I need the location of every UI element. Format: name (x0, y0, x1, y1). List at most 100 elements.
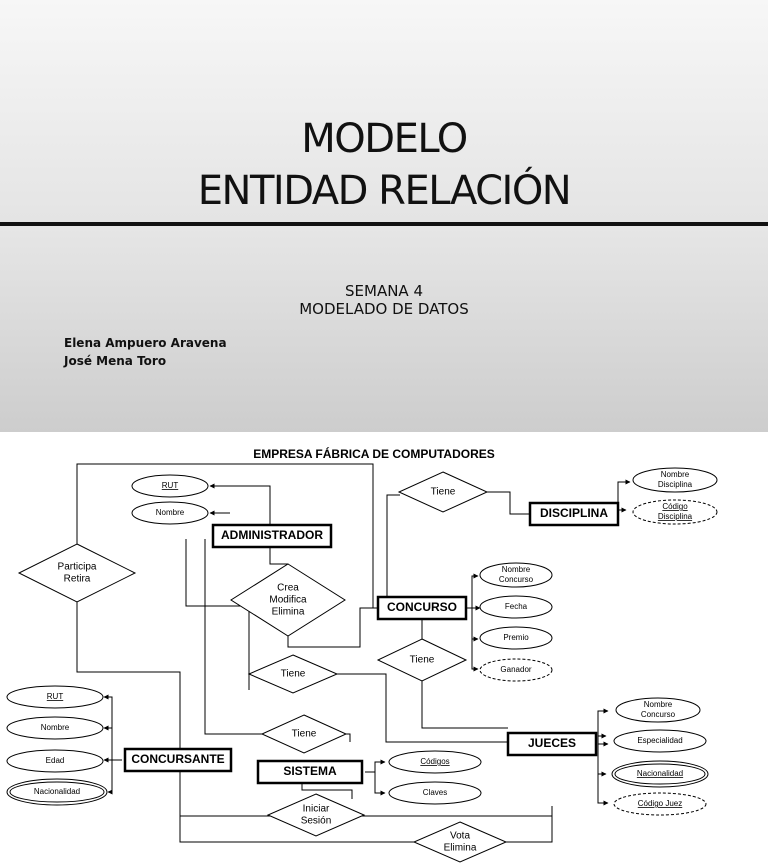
attribute-admin_nombre-text: Nombre (156, 508, 185, 517)
attribute-ellipse (131, 474, 209, 498)
attribute-disc_nombre-text: Disciplina (658, 480, 693, 489)
connector (287, 607, 378, 648)
connector (506, 816, 553, 843)
attribute-ellipse (632, 467, 718, 493)
attribute-ellipse (615, 697, 701, 723)
connector (386, 494, 400, 608)
connector (597, 708, 609, 744)
entity-jueces-text: JUECES (528, 736, 576, 750)
entity-disciplina: DISCIPLINA (528, 501, 620, 527)
connector (209, 483, 271, 536)
attribute-ellipse (6, 749, 104, 773)
connector (471, 608, 479, 672)
diagram-shapes: ADMINISTRADOR CONCURSO DISCIPLINA CONCURSAN… (6, 467, 718, 863)
relationship-tiene_concurso_jueces-text: Tiene (410, 655, 435, 666)
entity-box (528, 501, 620, 527)
attribute-inner-ellipse (614, 763, 706, 785)
attribute-conc_ganador-text: Ganador (500, 665, 531, 674)
entity-concurso: CONCURSO (376, 595, 468, 621)
connector (76, 463, 374, 608)
entity-box (506, 731, 598, 757)
relationship-tiene_sistema-text: Tiene (292, 729, 317, 740)
attribute-cte_nombre: Nombre (6, 716, 104, 740)
entity-sistema: SISTEMA (256, 759, 364, 785)
connector (346, 733, 351, 742)
attribute-admin_nombre: Nombre (131, 501, 209, 525)
relationship-participa-text: Retira (64, 574, 91, 585)
slide-title-line-1: MODELO (301, 116, 468, 162)
attribute-cte_rut: RUT (6, 685, 104, 709)
connector (487, 491, 530, 515)
attribute-sis_codigos-text: Códigos (420, 757, 449, 766)
attribute-ellipse (6, 778, 108, 806)
relationship-crea-text: Elimina (272, 607, 305, 618)
attribute-cte_nombre-text: Nombre (41, 723, 70, 732)
author-1: Elena Ampuero Aravena (64, 336, 227, 350)
relationship-diamond (247, 654, 339, 694)
attribute-jue_especialidad: Especialidad (613, 729, 707, 753)
attribute-sis_claves: Claves (388, 781, 482, 805)
attribute-disc_codigo-text: Disciplina (658, 512, 693, 521)
entity-concursante-text: CONCURSANTE (131, 752, 224, 766)
relationship-diamond (397, 471, 489, 513)
attribute-admin_rut: RUT (131, 474, 209, 498)
connector (421, 681, 508, 729)
connector (185, 539, 249, 607)
entity-sistema-text: SISTEMA (283, 764, 337, 778)
diagram-title: EMPRESA FÁBRICA DE COMPUTADORES (253, 446, 495, 461)
attribute-ellipse (479, 595, 553, 619)
attribute-conc_fecha: Fecha (479, 595, 553, 619)
attribute-ellipse (479, 562, 553, 588)
connector (365, 759, 386, 773)
attribute-jue_nacionalidad: Nacionalidad (611, 760, 709, 788)
attribute-disc_codigo-text: Código (662, 502, 688, 511)
relationship-tiene_sistema: Tiene (260, 714, 348, 754)
relationship-vota-text: Vota (450, 831, 470, 842)
connector-lines (76, 463, 631, 843)
slide-subtitle-line-1: SEMANA 4 (345, 282, 423, 300)
attribute-ellipse (611, 760, 709, 788)
connector (76, 585, 553, 817)
attribute-cte_nacionalidad: Nacionalidad (6, 778, 108, 806)
entity-administrador: ADMINISTRADOR (211, 523, 333, 549)
entity-disciplina-text: DISCIPLINA (540, 506, 608, 520)
relationship-diamond (412, 821, 508, 863)
attribute-sis_claves-text: Claves (423, 788, 447, 797)
attribute-jue_nombre-text: Concurso (641, 710, 676, 719)
connector (204, 539, 262, 735)
attribute-cte_edad-text: Edad (46, 756, 65, 765)
attribute-jue_codigo: Código Juez (613, 792, 707, 816)
relationship-iniciar-text: Iniciar (303, 804, 330, 815)
entity-administrador-text: ADMINISTRADOR (221, 528, 323, 542)
entity-concursante: CONCURSANTE (123, 747, 233, 773)
attribute-ellipse (6, 716, 104, 740)
attribute-ellipse (388, 750, 482, 774)
relationship-diamond (266, 793, 366, 837)
title-divider (0, 222, 768, 226)
relationship-tiene_disciplina-text: Tiene (431, 487, 456, 498)
slide-subtitle-band: SEMANA 4 MODELADO DE DATOS Elena Ampuero… (0, 226, 768, 432)
relationship-participa-text: Participa (58, 562, 97, 573)
relationship-iniciar-text: Sesión (301, 816, 332, 827)
attribute-cte_edad: Edad (6, 749, 104, 773)
attribute-ellipse (479, 658, 553, 682)
attribute-inner-ellipse (9, 781, 105, 803)
attribute-conc_fecha-text: Fecha (505, 602, 528, 611)
connector (107, 760, 113, 795)
attribute-conc_ganador: Ganador (479, 658, 553, 682)
attribute-admin_rut-text: RUT (162, 481, 179, 490)
relationship-tiene_disciplina: Tiene (397, 471, 489, 513)
attribute-jue_nombre-text: Nombre (644, 700, 673, 709)
relationship-tiene_admin-text: Tiene (281, 669, 306, 680)
attribute-ellipse (479, 626, 553, 650)
attribute-conc_nombre-text: Concurso (499, 575, 534, 584)
attribute-sis_codigos: Códigos (388, 750, 482, 774)
